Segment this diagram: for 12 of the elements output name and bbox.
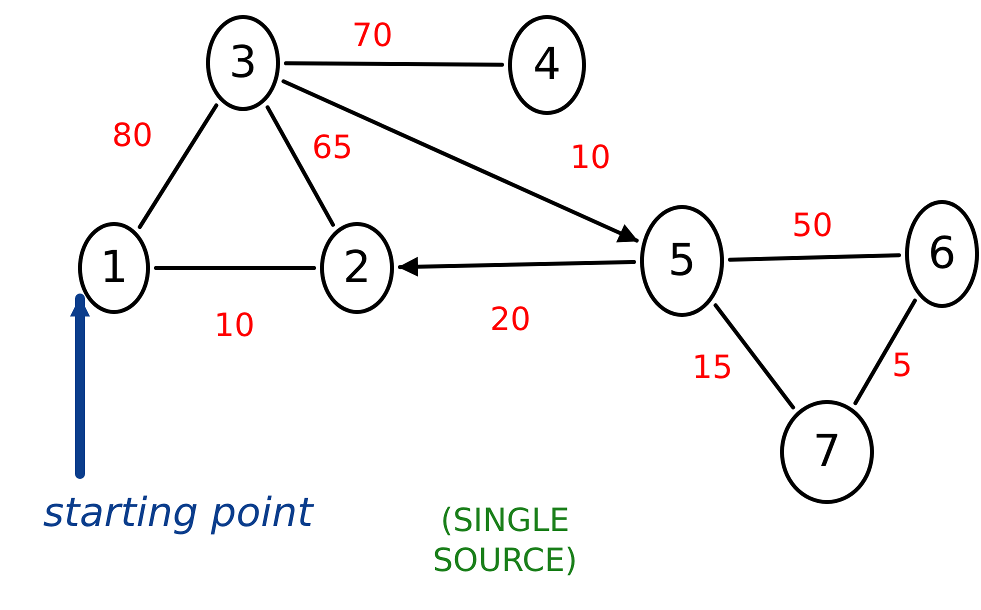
node-number: 3 [229, 41, 257, 85]
node-number: 2 [343, 246, 371, 290]
note-text: (SINGLE SOURCE) [432, 500, 578, 580]
arrow [70, 294, 90, 479]
node-number: 5 [668, 239, 696, 283]
annotation-text: starting point [43, 490, 313, 536]
node-number: 6 [928, 232, 956, 276]
node-number: 4 [533, 43, 561, 87]
node-number: 1 [100, 246, 128, 290]
arrow [282, 79, 639, 243]
node-number: 7 [813, 430, 841, 474]
arrow [398, 256, 636, 277]
